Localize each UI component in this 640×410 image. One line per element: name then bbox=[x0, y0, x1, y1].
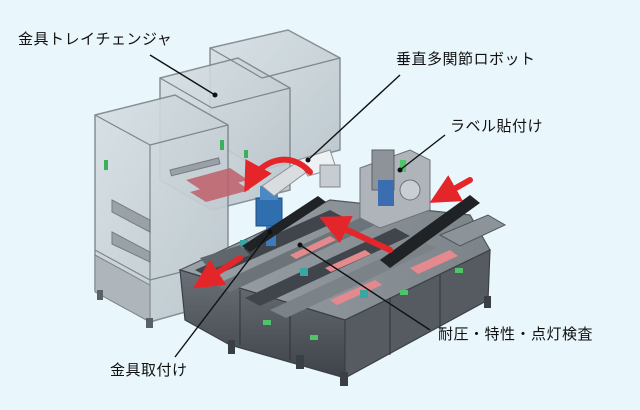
leader-inspection bbox=[299, 244, 431, 331]
leader-fitting bbox=[174, 231, 271, 358]
label-fitting-attach: 金具取付け bbox=[110, 361, 188, 379]
leader-robot bbox=[307, 74, 401, 161]
label-tray-changer: 金具トレイチェンジャ bbox=[18, 30, 173, 48]
leader-lines bbox=[149, 54, 446, 358]
vertical-robot bbox=[255, 149, 341, 246]
leader-tray-changer bbox=[149, 54, 216, 96]
leader-label bbox=[399, 134, 446, 171]
flow-arrows bbox=[192, 156, 473, 289]
label-robot: 垂直多関節ロボット bbox=[396, 50, 536, 68]
arrow-infeed bbox=[429, 175, 473, 203]
conveyor-beam bbox=[380, 195, 480, 268]
label-label-attach: ラベル貼付け bbox=[450, 117, 544, 135]
label-unit bbox=[359, 149, 431, 229]
arrow-outfeed bbox=[192, 255, 243, 289]
arrow-robot-swing bbox=[244, 156, 313, 193]
fitting-beam bbox=[242, 196, 326, 252]
label-inspection: 耐圧・特性・点灯検査 bbox=[438, 325, 594, 343]
arrow-transfer bbox=[319, 216, 393, 253]
